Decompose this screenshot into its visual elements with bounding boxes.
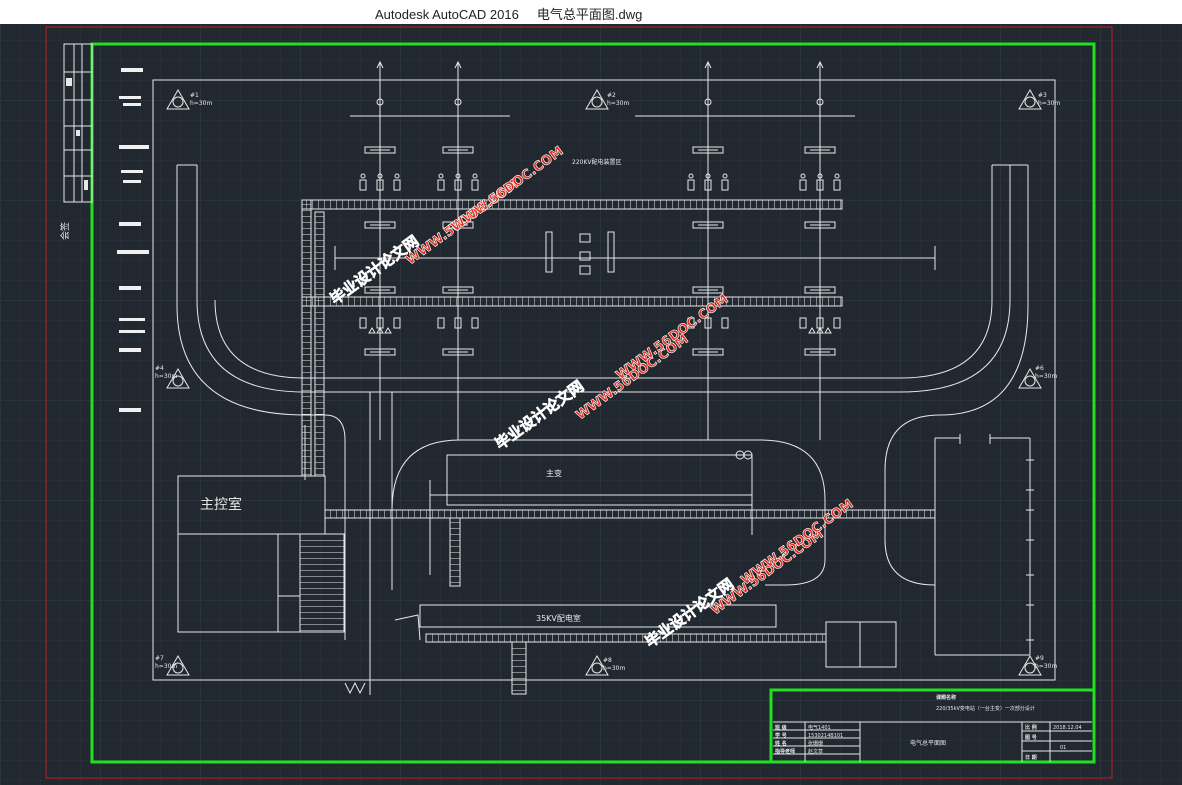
svg-text:h=30m: h=30m (190, 100, 212, 107)
svg-text:h=30m: h=30m (155, 373, 177, 380)
svg-text:课题名称: 课题名称 (936, 694, 956, 701)
main-control-room: 主控室 (177, 475, 345, 633)
svg-text:电气1401: 电气1401 (808, 724, 831, 731)
svg-text:班 级: 班 级 (775, 724, 787, 731)
bay-arrester (368, 327, 392, 334)
title-bar: Autodesk AutoCAD 2016 电气总平面图.dwg (0, 0, 1182, 24)
bay (799, 60, 841, 440)
svg-text:#6: #6 (1035, 365, 1044, 372)
lightning-tower (166, 89, 190, 110)
kv220-bays (359, 60, 841, 440)
svg-text:姓 名: 姓 名 (774, 740, 787, 747)
title-block: 课题名称 220/35kV变电站（一台主变）一次部分设计 班 级 电气1401 … (769, 688, 1096, 764)
legend-marks (117, 68, 149, 412)
site-boundary (152, 79, 1056, 681)
svg-text:#7: #7 (155, 655, 164, 662)
tower-labels: #1h=30m #2h=30m #3h=30m #4h=30m #6h=30m … (155, 92, 1060, 672)
svg-text:h=30m: h=30m (1038, 100, 1060, 107)
lightning-towers (166, 89, 1042, 676)
kv35-room-label: 35KV配电室 (536, 613, 581, 623)
lightning-tower (166, 368, 190, 389)
transformer-yard: 主变 (391, 439, 826, 590)
bay (437, 60, 479, 440)
svg-text:电气总平面图: 电气总平面图 (910, 739, 946, 747)
svg-text:1530214B101: 1530214B101 (808, 733, 843, 739)
kv35-feeder (934, 434, 1034, 656)
svg-text:h=30m: h=30m (1035, 663, 1057, 670)
signoff-strip: 会签 (59, 43, 93, 240)
svg-text:220/35kV变电站（一台主变）一次部分设计: 220/35kV变电站（一台主变）一次部分设计 (936, 705, 1035, 712)
sheet-border (45, 26, 1113, 779)
cable-trenches (301, 199, 936, 587)
drawing-canvas[interactable]: 会签 #1h=30m #2h=30m #3h=30m #4h=30m #6h=3… (0, 24, 1182, 785)
bay (359, 60, 401, 440)
bay (687, 60, 729, 440)
bay-arrester (808, 327, 832, 334)
lightning-tower (585, 655, 609, 676)
kv220-area-label: 220KV配电装置区 (572, 158, 622, 166)
svg-text:张珊珊: 张珊珊 (808, 740, 823, 747)
main-control-room-label: 主控室 (200, 496, 242, 513)
svg-text:#2: #2 (607, 92, 616, 99)
svg-text:学 号: 学 号 (775, 732, 787, 739)
window-title: Autodesk AutoCAD 2016 电气总平面图.dwg (375, 7, 643, 22)
svg-text:比 例: 比 例 (1025, 724, 1037, 731)
svg-text:h=30m: h=30m (603, 665, 625, 672)
lightning-tower (1018, 368, 1042, 389)
lightning-tower (585, 89, 609, 110)
svg-text:#3: #3 (1038, 92, 1047, 99)
svg-text:h=30m: h=30m (1035, 373, 1057, 380)
svg-text:赵文草: 赵文草 (808, 748, 823, 755)
svg-text:h=30m: h=30m (155, 663, 177, 670)
svg-text:#9: #9 (1035, 655, 1044, 662)
kv35-room: 35KV配电室 (419, 604, 897, 695)
svg-text:#1: #1 (190, 92, 199, 99)
svg-text:#4: #4 (155, 365, 164, 372)
svg-text:#8: #8 (603, 657, 612, 664)
svg-text:日 期: 日 期 (1025, 754, 1037, 761)
lightning-tower (1018, 89, 1042, 110)
lightning-tower (1018, 655, 1042, 676)
svg-text:指导老师: 指导老师 (775, 748, 795, 755)
lightning-tower (166, 655, 190, 676)
main-transformer-label: 主变 (546, 468, 562, 478)
svg-text:2018.12.04: 2018.12.04 (1053, 725, 1082, 731)
svg-text:h=30m: h=30m (607, 100, 629, 107)
drawing-frame (90, 42, 1096, 764)
svg-text:图 号: 图 号 (1025, 734, 1037, 741)
svg-text:01: 01 (1060, 745, 1066, 751)
kv220-buses: 220KV配电装置区 (334, 115, 936, 275)
signoff-label: 会签 (59, 222, 71, 240)
